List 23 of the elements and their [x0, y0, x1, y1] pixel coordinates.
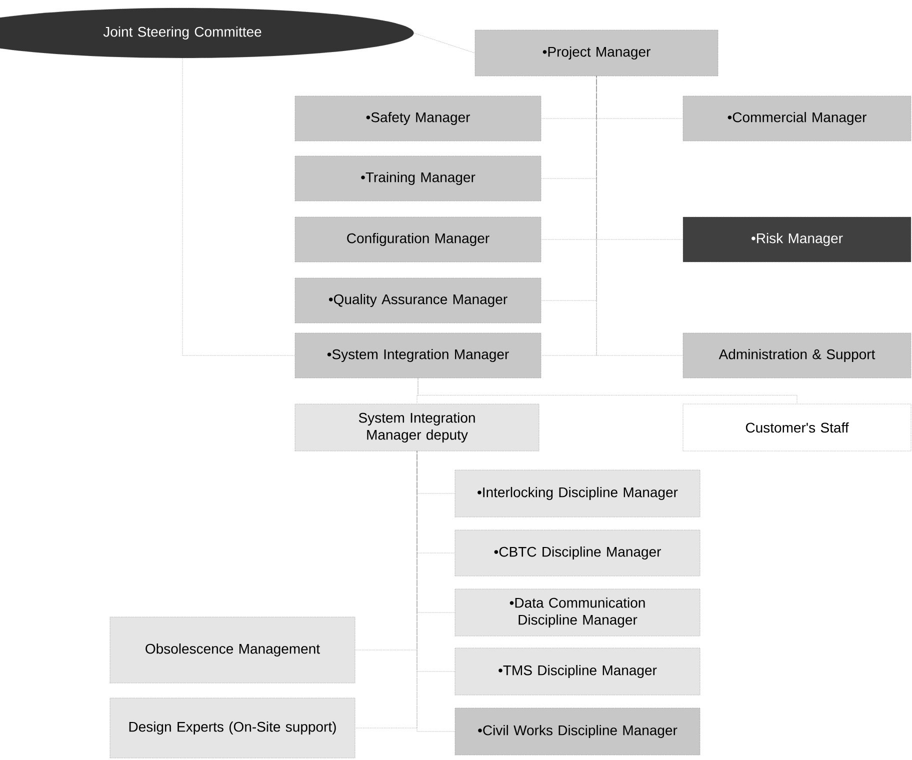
role-box: •Risk Manager: [682, 216, 912, 262]
role-box: •System Integration Manager: [294, 332, 542, 378]
connector-line: [414, 32, 475, 54]
role-box: •Training Manager: [294, 156, 542, 202]
role-box: •Civil Works Discipline Manager: [454, 708, 700, 756]
role-box: •Quality Assurance Manager: [294, 278, 542, 324]
role-box: •Interlocking Discipline Manager: [454, 470, 700, 518]
role-box: Administration & Support: [682, 332, 912, 378]
connector-line: [416, 451, 455, 732]
role-box: System Integration Manager deputy: [294, 404, 540, 452]
connector-line: [596, 76, 683, 356]
role-box: •CBTC Discipline Manager: [454, 530, 700, 576]
role-box: •Safety Manager: [294, 96, 542, 142]
role-box: •Data Communication Discipline Manager: [454, 588, 700, 636]
role-box: Configuration Manager: [294, 216, 542, 262]
role-box: Obsolescence Management: [110, 616, 356, 684]
connector-line: [418, 378, 798, 404]
role-box: Customer's Staff: [682, 404, 912, 452]
role-box: •TMS Discipline Manager: [454, 648, 700, 696]
role-box: •Project Manager: [474, 30, 718, 76]
role-box: •Commercial Manager: [682, 96, 912, 142]
connector-line: [182, 58, 295, 356]
role-box: Design Experts (On-Site support): [110, 698, 356, 758]
